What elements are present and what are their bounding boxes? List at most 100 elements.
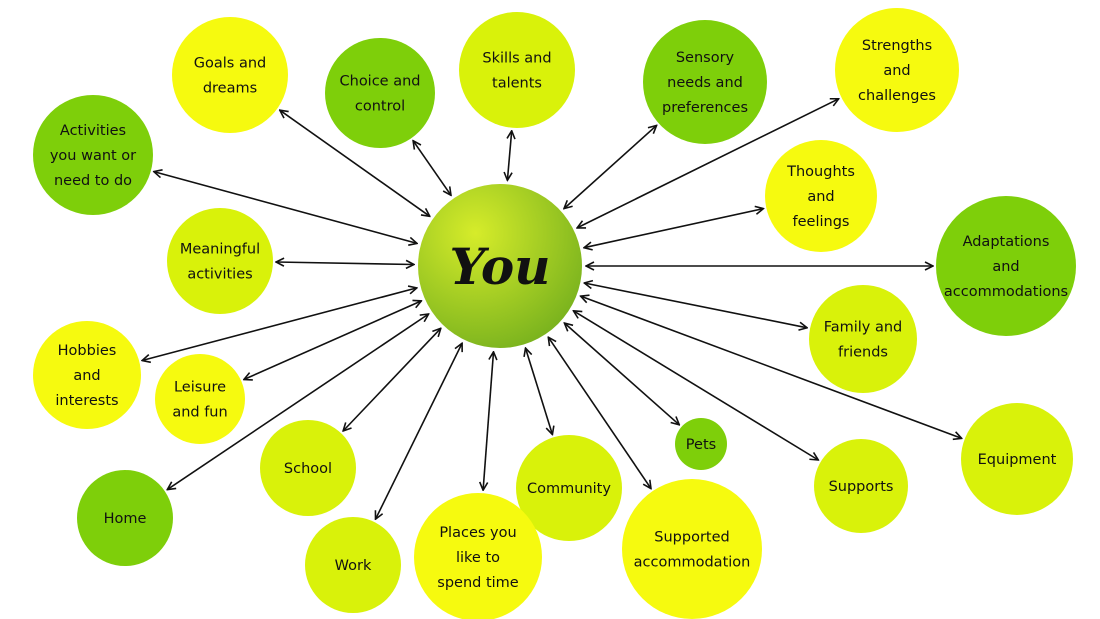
node-label-line: like to xyxy=(456,550,500,566)
node-label-line: accommodation xyxy=(634,555,751,571)
arrow-skills xyxy=(507,131,511,181)
node-label-line: Pets xyxy=(686,437,716,453)
node-circle xyxy=(835,8,959,132)
node-circle xyxy=(459,12,575,128)
node-circle xyxy=(305,517,401,613)
node-label-line: and xyxy=(73,368,100,384)
node-label-line: talents xyxy=(492,76,542,92)
arrow-family xyxy=(584,283,807,328)
node-places: Places you like to spend time xyxy=(414,493,542,619)
node-label-line: control xyxy=(355,99,405,115)
node-adaptations: Adaptations and accommodations xyxy=(936,196,1076,336)
node-label-line: Strengths xyxy=(862,38,932,54)
node-goals: Goals and dreams xyxy=(172,17,288,133)
node-community: Community xyxy=(516,435,622,541)
node-circle xyxy=(809,285,917,393)
node-label-line: dreams xyxy=(203,81,257,97)
node-supports: Supports xyxy=(814,439,908,533)
arrow-supported-accommodation xyxy=(548,337,651,488)
node-circle xyxy=(33,321,141,429)
arrow-choice xyxy=(413,141,451,196)
node-circle xyxy=(167,208,273,314)
node-label-line: Skills and xyxy=(482,51,551,67)
node-circle xyxy=(622,479,762,619)
node-work: Work xyxy=(305,517,401,613)
node-label-line: and xyxy=(883,63,910,79)
center-label: You xyxy=(449,237,550,296)
node-label-line: and fun xyxy=(172,405,227,421)
node-family: Family and friends xyxy=(809,285,917,393)
node-label-line: Places you xyxy=(439,525,516,541)
node-sensory: Sensory needs and preferences xyxy=(643,20,767,144)
node-circle xyxy=(172,17,288,133)
node-skills: Skills and talents xyxy=(459,12,575,128)
node-activities: Activities you want or need to do xyxy=(33,95,153,215)
node-label-line: preferences xyxy=(662,100,748,116)
node-label-line: spend time xyxy=(437,575,519,591)
node-pets: Pets xyxy=(675,418,727,470)
node-circle xyxy=(260,420,356,516)
node-label-line: you want or xyxy=(50,148,136,164)
node-label-line: Goals and xyxy=(194,56,266,72)
node-circle xyxy=(414,493,542,619)
node-circle xyxy=(765,140,877,252)
node-meaningful: Meaningful activities xyxy=(167,208,273,314)
node-label-line: School xyxy=(284,461,332,477)
node-label-line: Equipment xyxy=(978,452,1057,468)
arrow-places xyxy=(483,352,493,490)
node-circle xyxy=(675,418,727,470)
node-choice: Choice and control xyxy=(325,38,435,148)
node-label-line: Adaptations xyxy=(963,234,1050,250)
node-circle xyxy=(325,38,435,148)
node-school: School xyxy=(260,420,356,516)
node-home: Home xyxy=(77,470,173,566)
node-hobbies: Hobbies and interests xyxy=(33,321,141,429)
arrow-meaningful xyxy=(276,262,414,265)
arrow-leisure xyxy=(244,301,422,380)
node-circle xyxy=(516,435,622,541)
node-label-line: need to do xyxy=(54,173,132,189)
node-label-line: Sensory xyxy=(676,50,735,66)
node-label-line: and xyxy=(992,259,1019,275)
node-circle xyxy=(155,354,245,444)
arrow-thoughts xyxy=(584,209,763,248)
node-label-line: Thoughts xyxy=(786,164,855,180)
arrow-activities xyxy=(154,172,417,244)
node-circle xyxy=(936,196,1076,336)
node-thoughts: Thoughts and feelings xyxy=(765,140,877,252)
node-label-line: and xyxy=(807,189,834,205)
node-label-line: challenges xyxy=(858,88,936,104)
node-label-line: interests xyxy=(55,393,118,409)
center-circle xyxy=(418,184,582,348)
node-label-line: Supports xyxy=(829,479,894,495)
arrow-supports xyxy=(573,311,818,460)
node-label-line: Home xyxy=(104,511,147,527)
node-circle xyxy=(77,470,173,566)
node-circle xyxy=(961,403,1073,515)
arrow-work xyxy=(376,343,463,519)
node-strengths: Strengths and challenges xyxy=(835,8,959,132)
node-label-line: feelings xyxy=(793,214,850,230)
node-label-line: Work xyxy=(335,558,372,574)
node-label-line: friends xyxy=(838,345,888,361)
node-label-line: Activities xyxy=(60,123,126,139)
topic-nodes: Goals and dreams Choice and control Skills a… xyxy=(33,8,1076,619)
node-label-line: Meaningful xyxy=(180,242,260,258)
node-label-line: Hobbies xyxy=(58,343,117,359)
center-node: You xyxy=(418,184,582,348)
arrow-pets xyxy=(564,323,679,425)
node-label-line: Family and xyxy=(824,320,903,336)
node-label-line: Choice and xyxy=(340,74,421,90)
connector-arrows xyxy=(142,99,962,519)
node-circle xyxy=(643,20,767,144)
node-label-line: activities xyxy=(187,267,252,283)
node-label-line: accommodations xyxy=(944,284,1068,300)
node-label-line: Community xyxy=(527,481,611,497)
node-circle xyxy=(33,95,153,215)
node-label-line: needs and xyxy=(667,75,743,91)
arrow-community xyxy=(526,348,553,434)
node-circle xyxy=(814,439,908,533)
